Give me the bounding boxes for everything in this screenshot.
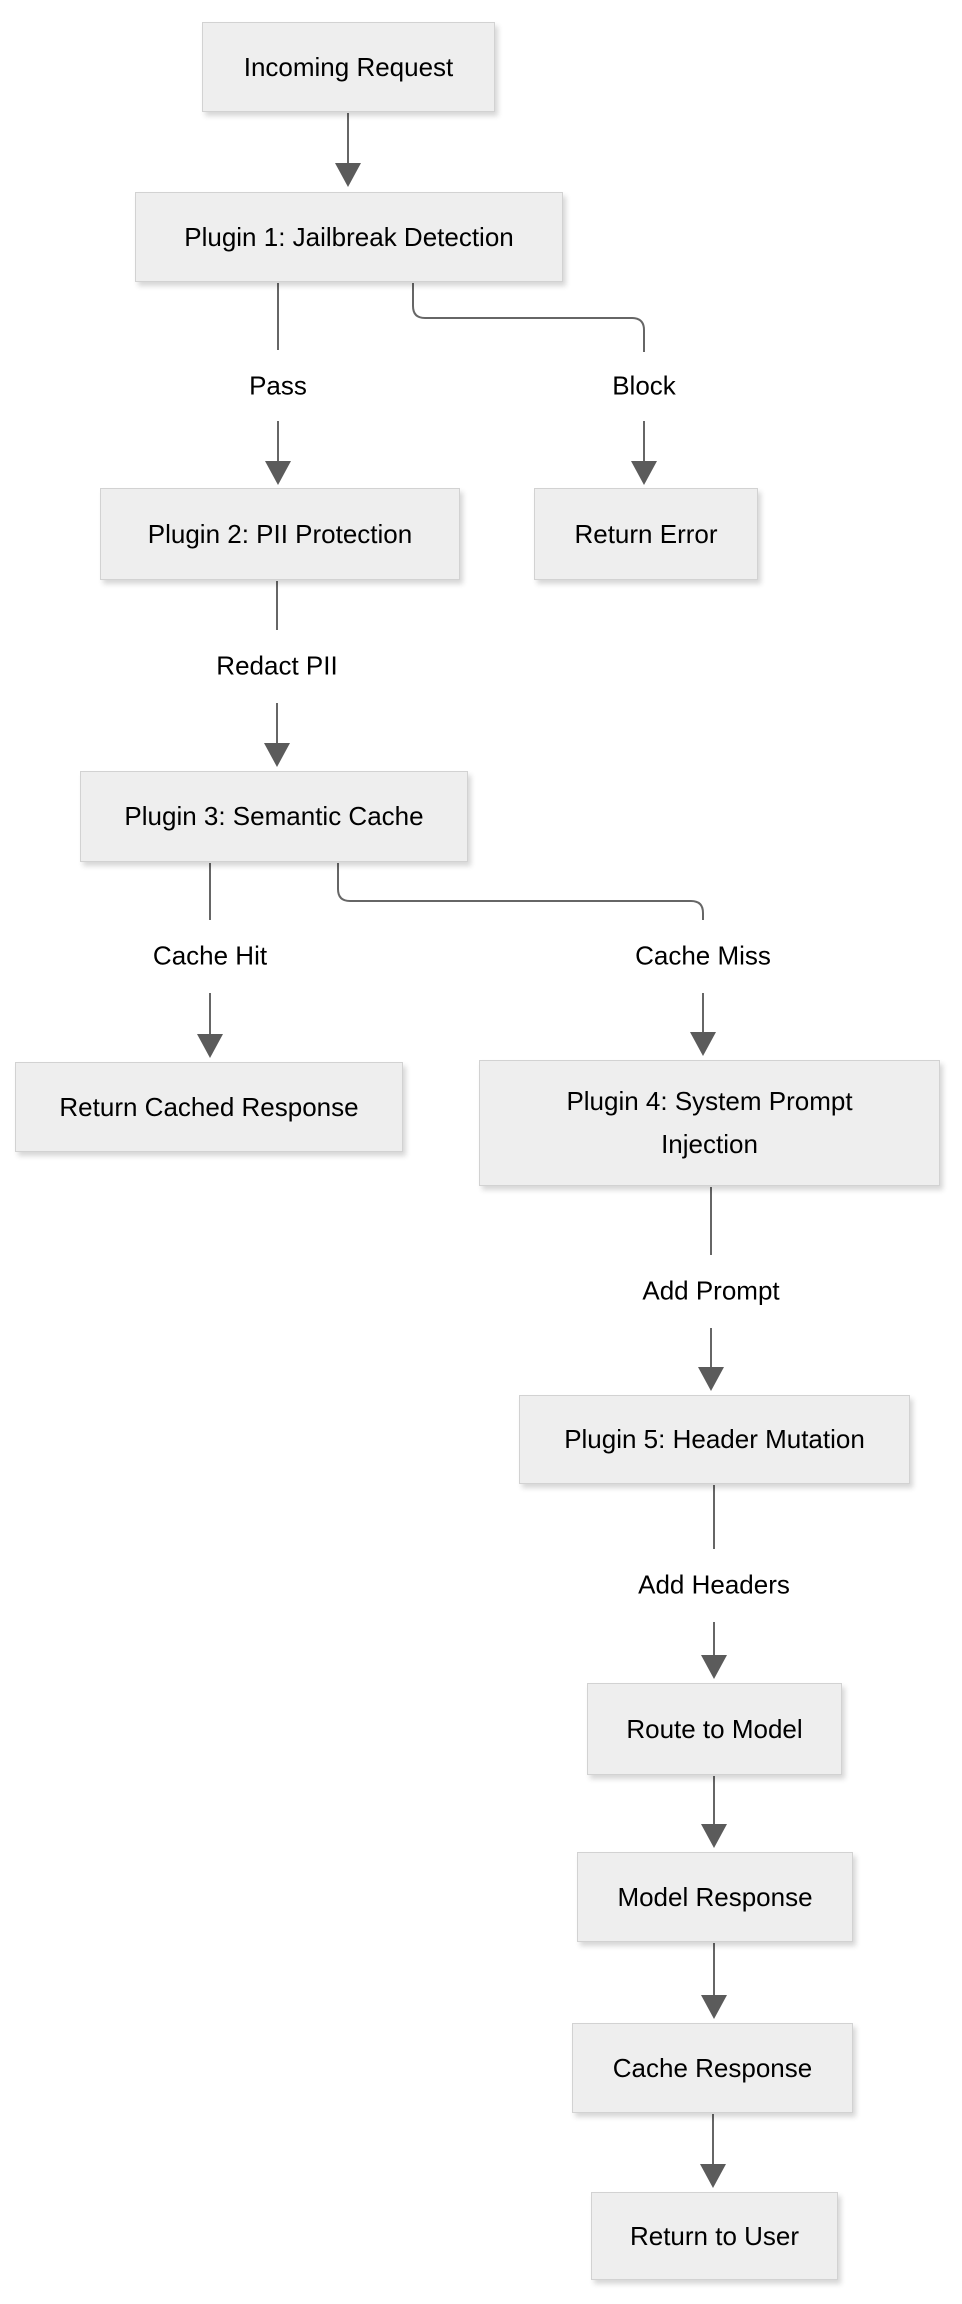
edge-label-block: Block <box>602 366 686 406</box>
edge-label-cache-hit: Cache Hit <box>142 936 278 976</box>
node-route-to-model: Route to Model <box>587 1683 842 1775</box>
arrowhead-model-to-cache-response <box>701 1995 727 2019</box>
node-plugin3-semantic-cache: Plugin 3: Semantic Cache <box>80 771 468 862</box>
node-return-to-user: Return to User <box>591 2192 838 2280</box>
edge-label-pass: Pass <box>239 366 317 406</box>
edge-label-add-headers: Add Headers <box>628 1565 800 1605</box>
arrowhead-plugin3-to-return-cached <box>197 1034 223 1058</box>
edge-label-redact-pii: Redact PII <box>206 646 348 686</box>
node-plugin2-pii-protection: Plugin 2: PII Protection <box>100 488 460 580</box>
edge-plugin1-to-return-error <box>412 283 645 461</box>
arrowhead-plugin5-to-route <box>701 1655 727 1679</box>
node-incoming-request: Incoming Request <box>202 22 495 112</box>
edge-label-add-prompt: Add Prompt <box>632 1271 790 1311</box>
node-model-response: Model Response <box>577 1852 853 1942</box>
arrowhead-route-to-model-response <box>701 1824 727 1848</box>
arrowhead-plugin3-to-plugin4 <box>690 1032 716 1056</box>
arrowhead-plugin1-to-plugin2 <box>265 461 291 485</box>
arrowhead-incoming-to-plugin1 <box>335 163 361 187</box>
node-return-error: Return Error <box>534 488 758 580</box>
edge-plugin3-to-plugin4 <box>337 863 704 1032</box>
arrowhead-plugin1-to-return-error <box>631 461 657 485</box>
edge-label-cache-miss: Cache Miss <box>625 936 781 976</box>
node-return-cached-response: Return Cached Response <box>15 1062 403 1152</box>
arrowhead-cache-to-return-user <box>700 2164 726 2188</box>
arrowhead-plugin4-to-plugin5 <box>698 1367 724 1391</box>
node-plugin1-jailbreak-detection: Plugin 1: Jailbreak Detection <box>135 192 563 282</box>
arrowhead-plugin2-to-plugin3 <box>264 743 290 767</box>
node-plugin4-system-prompt-injection: Plugin 4: System Prompt Injection <box>479 1060 940 1186</box>
node-plugin5-header-mutation: Plugin 5: Header Mutation <box>519 1395 910 1484</box>
node-cache-response: Cache Response <box>572 2023 853 2113</box>
